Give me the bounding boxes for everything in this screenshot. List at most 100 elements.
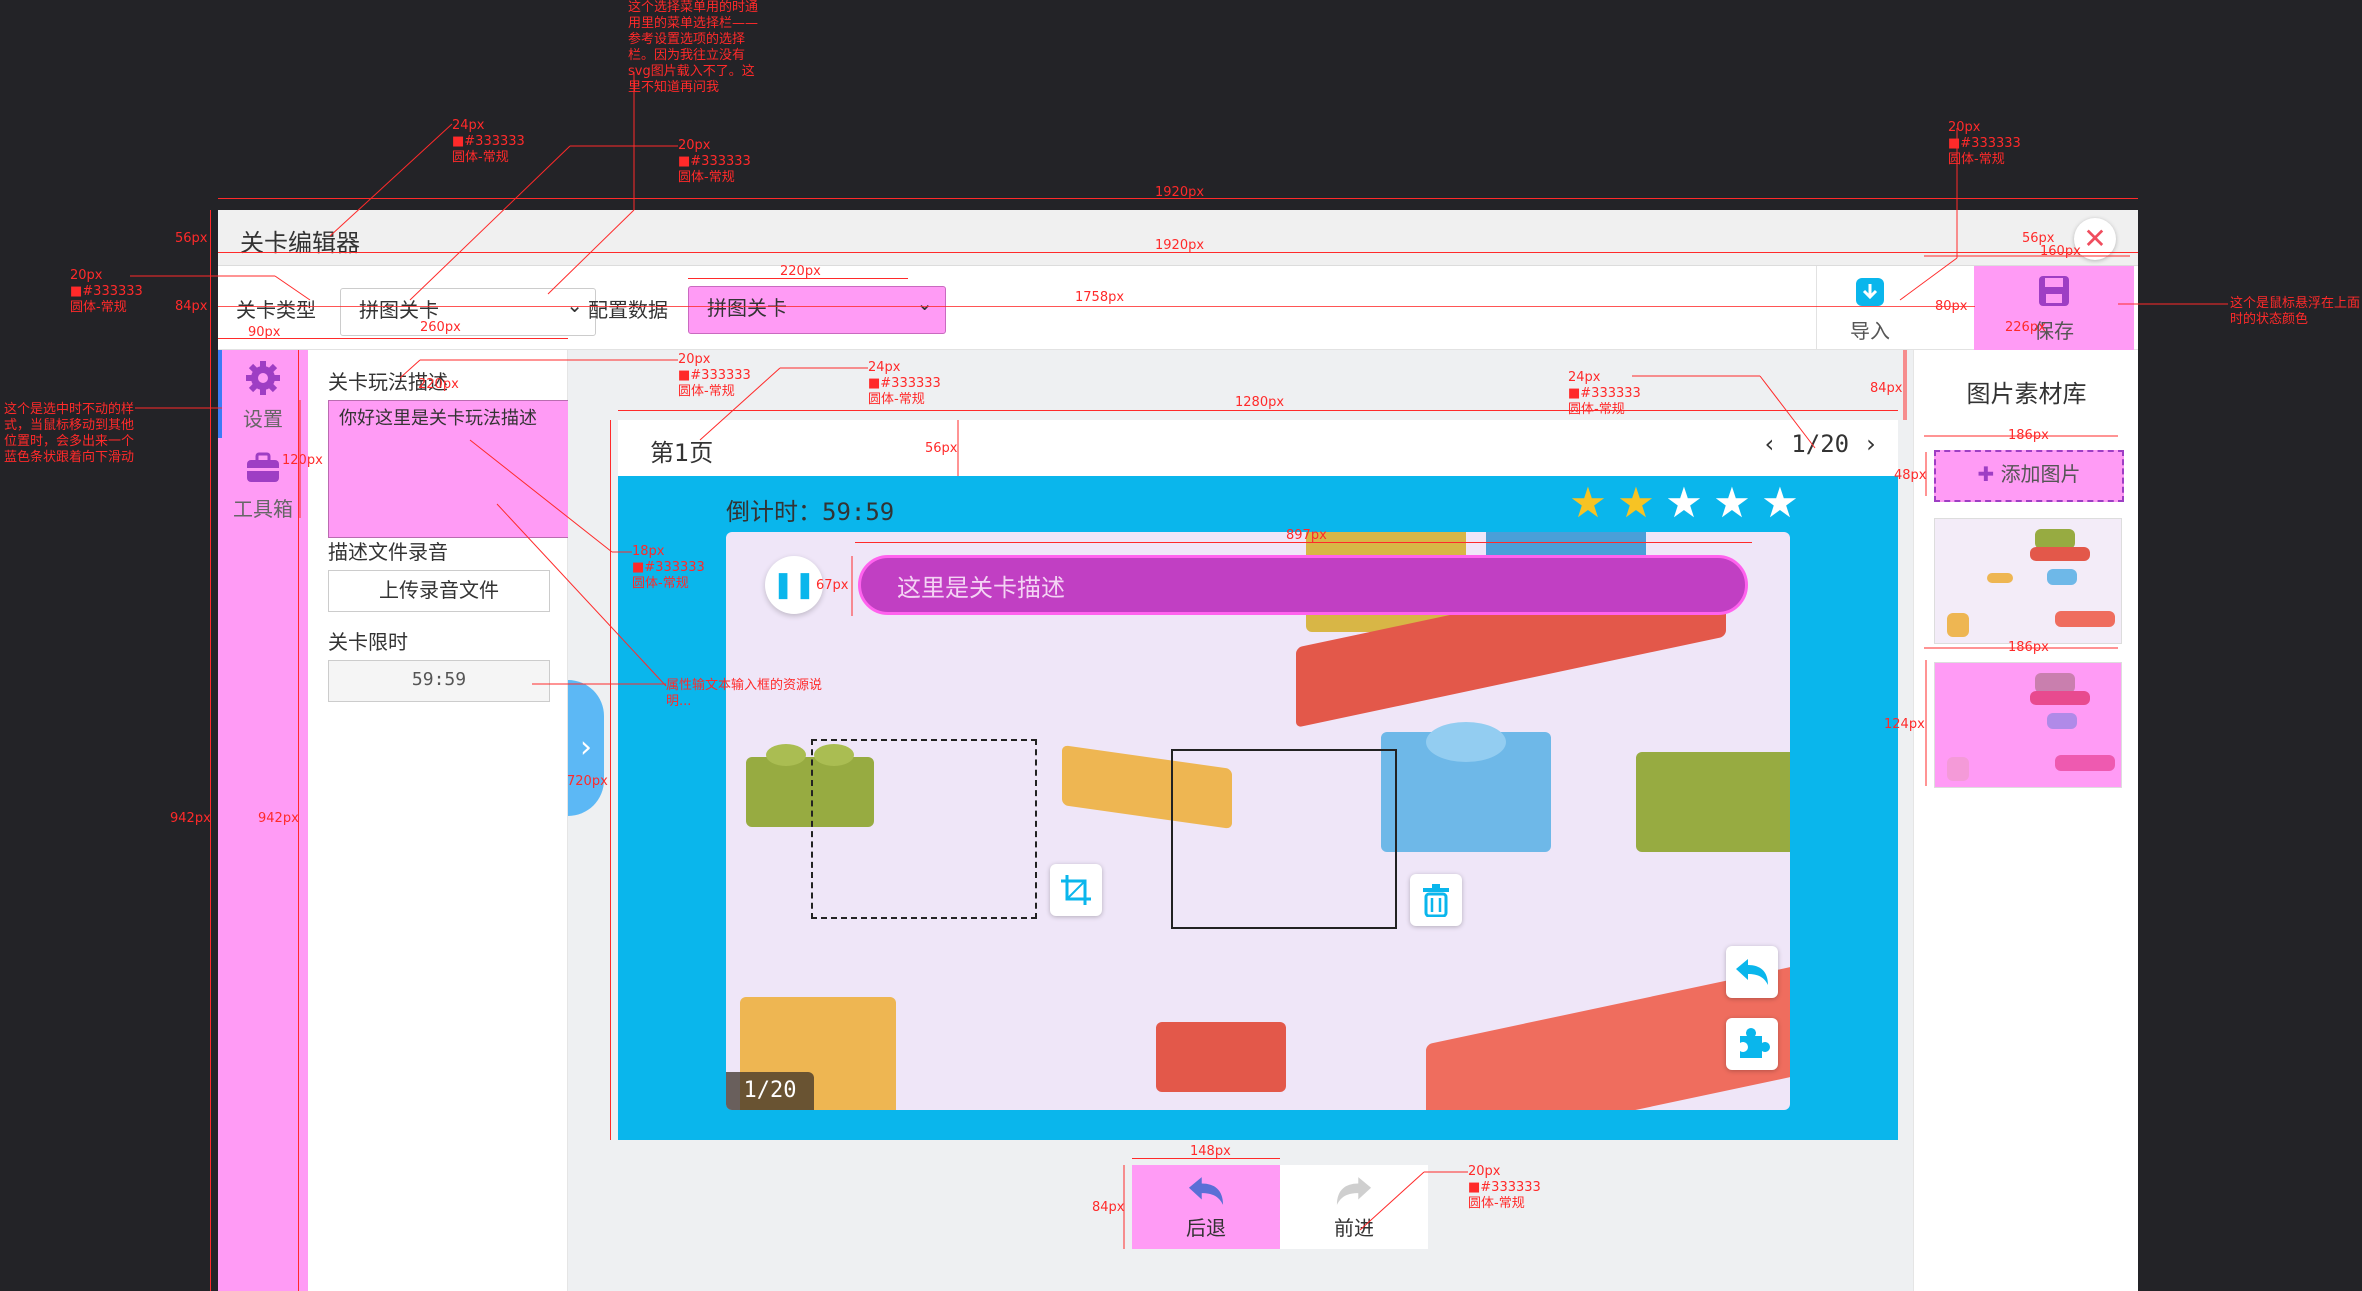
dim-label: 1920px	[1155, 238, 1205, 253]
brick-image	[2047, 569, 2077, 585]
brick-image	[766, 744, 806, 766]
dim-label: 1280px	[1235, 395, 1285, 410]
audio-label: 描述文件录音	[328, 540, 448, 564]
save-label: 保存	[2034, 319, 2074, 343]
redo-icon	[1336, 1177, 1372, 1205]
undo-icon	[1736, 959, 1768, 985]
dim-label: 160px	[2040, 244, 2081, 259]
puzzle-slot-selected[interactable]	[811, 739, 1037, 919]
star-empty-icon[interactable]: ★	[1713, 478, 1751, 527]
dim-line	[218, 252, 2138, 253]
crop-icon	[1061, 875, 1091, 905]
dim-label: 56px	[2022, 231, 2055, 246]
config-label: 配置数据	[588, 298, 668, 322]
annotation-line: ■#333333	[1468, 1180, 1541, 1195]
level-description-bar: 这里是关卡描述	[858, 555, 1748, 615]
annotation-page-font: 24px ■#333333 圆体-常规	[868, 360, 941, 408]
dim-label: 120px	[282, 453, 323, 468]
annotation-line: 20px	[678, 138, 711, 153]
image-thumbnail[interactable]	[1934, 518, 2122, 644]
pause-button[interactable]: ❚❚	[765, 556, 823, 614]
floppy-disk-icon	[2039, 276, 2069, 306]
import-button[interactable]: 导入	[1816, 266, 1923, 350]
annotation-save-note: 这个是鼠标悬浮在上面时的状态颜色	[2230, 296, 2361, 327]
dim-line	[218, 338, 308, 339]
star-filled-icon[interactable]: ★	[1617, 478, 1655, 527]
star-empty-icon[interactable]: ★	[1761, 478, 1799, 527]
sidebar-item-settings[interactable]: 设置	[218, 358, 308, 432]
puzzle-slot[interactable]	[1171, 749, 1397, 929]
add-image-button[interactable]: ✚ 添加图片	[1934, 450, 2124, 502]
brick-image	[1636, 752, 1790, 852]
dim-label: 226px	[2005, 320, 2046, 335]
annotation-line: ■#333333	[632, 560, 705, 575]
brick-image	[1426, 722, 1506, 762]
crop-button[interactable]	[1050, 864, 1102, 916]
annotation-sidebar-note: 这个是选中时不动的样式，当鼠标移动到其他位置时，会多出来一个蓝色条状跟着向下滑动	[4, 402, 135, 465]
annotation-line: 圆体-常规	[868, 392, 925, 407]
forward-button[interactable]: 前进	[1280, 1165, 1428, 1249]
delete-button[interactable]	[1410, 874, 1462, 926]
star-empty-icon[interactable]: ★	[1665, 478, 1703, 527]
page-header: 第1页 ‹ 1/20 ›	[618, 420, 1898, 476]
chevron-down-icon: ⌄	[566, 293, 583, 317]
add-image-label: 添加图片	[2000, 462, 2081, 486]
puzzle-scene[interactable]	[726, 532, 1790, 1110]
prev-page-icon[interactable]: ‹	[1762, 430, 1777, 458]
undo-button[interactable]	[1726, 946, 1778, 998]
annotation-line: 圆体-常规	[678, 384, 735, 399]
puzzle-piece-button[interactable]	[1726, 1018, 1778, 1070]
dim-label: 720px	[567, 774, 608, 789]
level-type-select[interactable]: 拼图关卡 ⌄	[340, 288, 596, 336]
dim-line	[218, 198, 2138, 199]
annotation-line: 圆体-常规	[70, 300, 127, 315]
annotation-line: ■#333333	[70, 284, 143, 299]
trash-icon	[1423, 884, 1449, 918]
config-value: 拼图关卡	[707, 296, 787, 320]
annotation-line: 24px	[1568, 370, 1601, 385]
dim-label: 220px	[780, 264, 821, 279]
star-rating: ★★★★★	[1564, 482, 1804, 524]
upload-audio-button[interactable]: 上传录音文件	[328, 570, 550, 612]
dim-line	[855, 542, 1752, 543]
sidebar-item-toolbox[interactable]: 工具箱	[218, 448, 308, 522]
brick-image	[2055, 611, 2115, 627]
time-limit-input[interactable]: 59:59	[328, 660, 550, 702]
time-limit-label: 关卡限时	[328, 630, 408, 654]
close-button[interactable]: ✕	[2074, 218, 2116, 260]
back-button[interactable]: 后退	[1132, 1165, 1280, 1249]
dim-label: 148px	[1190, 1144, 1231, 1159]
dim-label: 942px	[170, 811, 211, 826]
plus-icon: ✚	[1977, 462, 1995, 486]
star-filled-icon[interactable]: ★	[1569, 478, 1607, 527]
puzzle-piece-icon	[1740, 1028, 1770, 1058]
back-label: 后退	[1186, 1216, 1226, 1240]
toolbox-icon	[247, 452, 279, 482]
forward-label: 前进	[1334, 1216, 1374, 1240]
config-select[interactable]: 拼图关卡 ⌄	[688, 286, 946, 334]
countdown: 倒计时：59:59	[726, 498, 895, 526]
annotation-select-note: 这个选择菜单用的时通用里的菜单选择栏——参考设置选项的选择栏。因为我往立没有sv…	[628, 0, 759, 95]
annotation-line: ■#333333	[452, 134, 525, 149]
save-button[interactable]: 保存	[1974, 266, 2134, 350]
dim-label: 56px	[925, 441, 958, 456]
next-page-icon[interactable]: ›	[1863, 430, 1878, 458]
image-thumbnail-selected[interactable]	[1934, 662, 2122, 788]
dim-line	[298, 350, 299, 1291]
brick-image	[1987, 573, 2013, 583]
dim-line	[210, 210, 211, 1291]
collapse-panel-button[interactable]: ›	[568, 680, 604, 816]
annotation-line: 24px	[868, 360, 901, 375]
annotation-resource-note: 属性输文本输入框的资源说明...	[666, 678, 823, 709]
brick-image	[746, 757, 874, 827]
dim-line	[218, 306, 1975, 307]
pager-text: 1/20	[1791, 430, 1850, 458]
desc-input[interactable]: 你好这里是关卡玩法描述	[328, 400, 570, 538]
annotation-line: 圆体-常规	[1568, 402, 1625, 417]
dim-label: 84px	[1870, 381, 1903, 396]
import-label: 导入	[1850, 319, 1890, 343]
dim-label: 56px	[175, 231, 208, 246]
chevron-down-icon: ⌄	[916, 291, 933, 315]
brick-image	[2047, 713, 2077, 729]
